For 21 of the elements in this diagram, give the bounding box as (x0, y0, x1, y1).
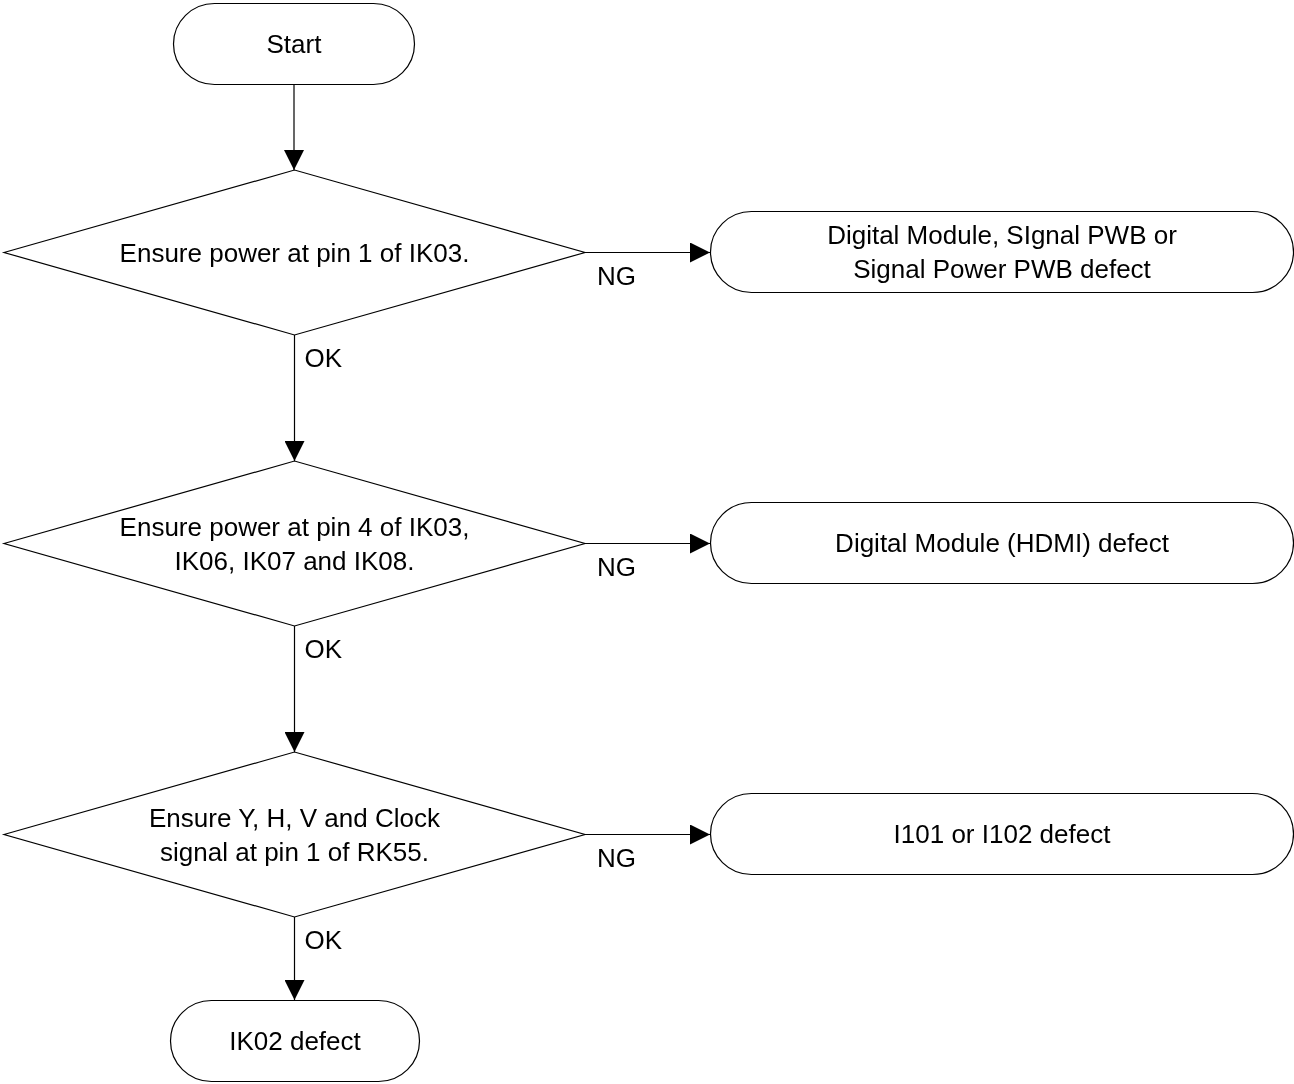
arrow (584, 533, 711, 554)
node-text: Digital Module, SIgnal PWB or Signal Power PWB defect (826, 219, 1178, 286)
node-text: Ensure power at pin 1 of IK03. (118, 236, 471, 270)
decision-diamond (4, 752, 585, 917)
decision-diamond (4, 461, 585, 626)
terminal-box (710, 211, 1294, 293)
arrow (584, 242, 711, 263)
terminal-box (710, 793, 1294, 875)
arrow (584, 824, 711, 845)
arrow (284, 334, 305, 462)
arrow (284, 84, 304, 171)
node-text: Digital Module (HDMI) defect (834, 527, 1170, 560)
node-text: I101 or I102 defect (892, 818, 1112, 851)
arrow (284, 916, 305, 1001)
decision-diamond (4, 170, 585, 335)
node-text: IK02 defect (228, 1025, 362, 1058)
node-text: Ensure power at pin 4 of IK03, IK06, IK07 and IK08. (118, 510, 471, 578)
terminal-box (710, 502, 1294, 584)
arrow (284, 625, 305, 753)
node-text: Start (265, 28, 323, 61)
node-text: Ensure Y, H, V and Clock signal at pin 1 of RK55. (148, 801, 441, 869)
